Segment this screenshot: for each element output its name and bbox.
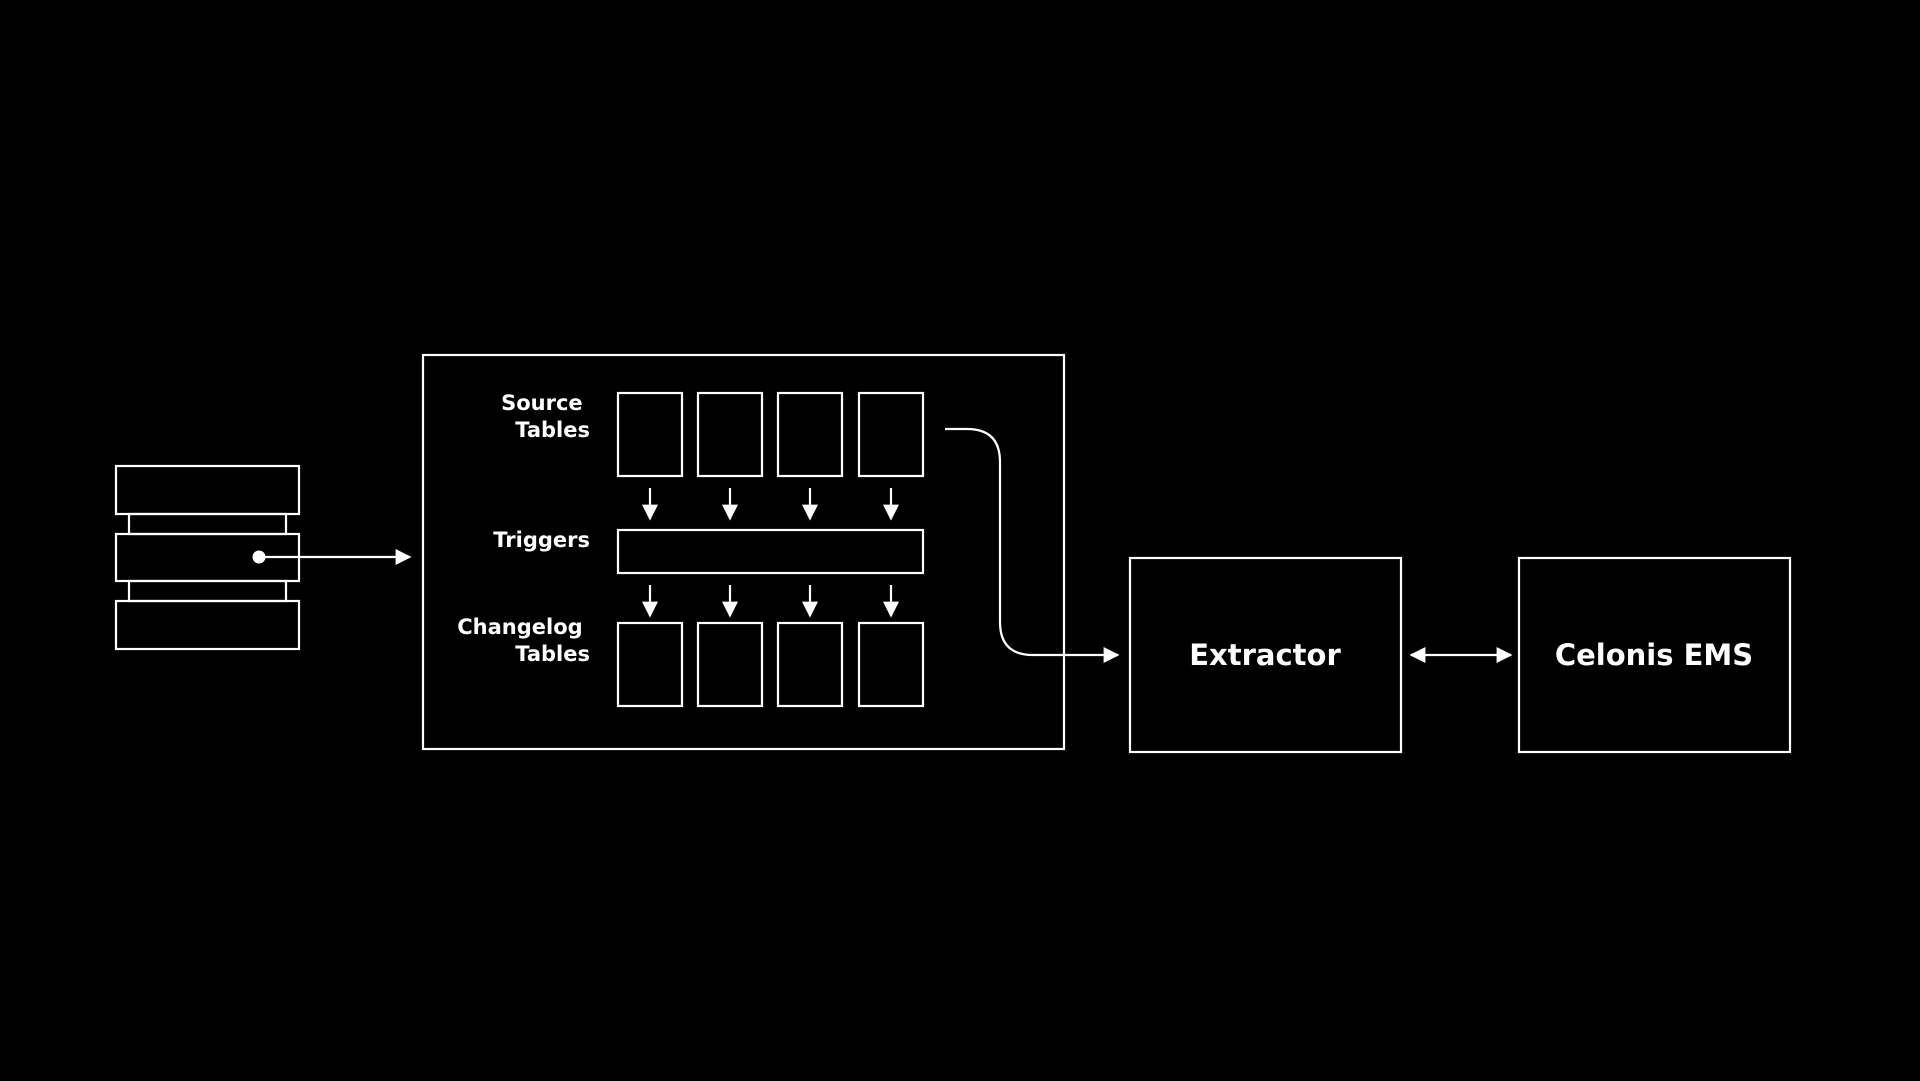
source-tables: [616, 391, 925, 478]
label-source-tables-line2: Tables: [515, 418, 590, 442]
changelog-table: [696, 621, 764, 708]
database-disk-top: [114, 464, 301, 516]
label-triggers: Triggers: [493, 528, 590, 552]
label-changelog-tables-line1: Changelog: [457, 615, 582, 639]
database-dot: [252, 550, 266, 564]
source-table: [776, 391, 844, 478]
arrows-source-to-triggers: [642, 488, 899, 521]
source-table: [696, 391, 764, 478]
label-changelog-tables: Changelog Tables: [457, 615, 590, 666]
source-table: [857, 391, 925, 478]
connector-system-to-extractor: [945, 427, 1120, 663]
label-changelog-tables-line2: Tables: [515, 642, 590, 666]
changelog-table: [776, 621, 844, 708]
database-disk-bottom: [114, 599, 301, 651]
celonis-ems-box: [1517, 556, 1792, 754]
source-table: [616, 391, 684, 478]
arrows-triggers-to-changelog: [642, 585, 899, 618]
extractor-box: [1128, 556, 1403, 754]
changelog-table: [857, 621, 925, 708]
extractor-label: Extractor: [1189, 638, 1341, 672]
changelog-tables: [616, 621, 925, 708]
label-source-tables: Source Tables: [501, 391, 590, 442]
database-connector-lower: [127, 579, 288, 603]
changelog-table: [616, 621, 684, 708]
database-connector-upper: [127, 512, 288, 536]
source-system-box: [421, 353, 1066, 751]
label-source-tables-line1: Source: [501, 391, 583, 415]
triggers-bar: [616, 528, 925, 575]
celonis-ems-label: Celonis EMS: [1555, 638, 1753, 672]
